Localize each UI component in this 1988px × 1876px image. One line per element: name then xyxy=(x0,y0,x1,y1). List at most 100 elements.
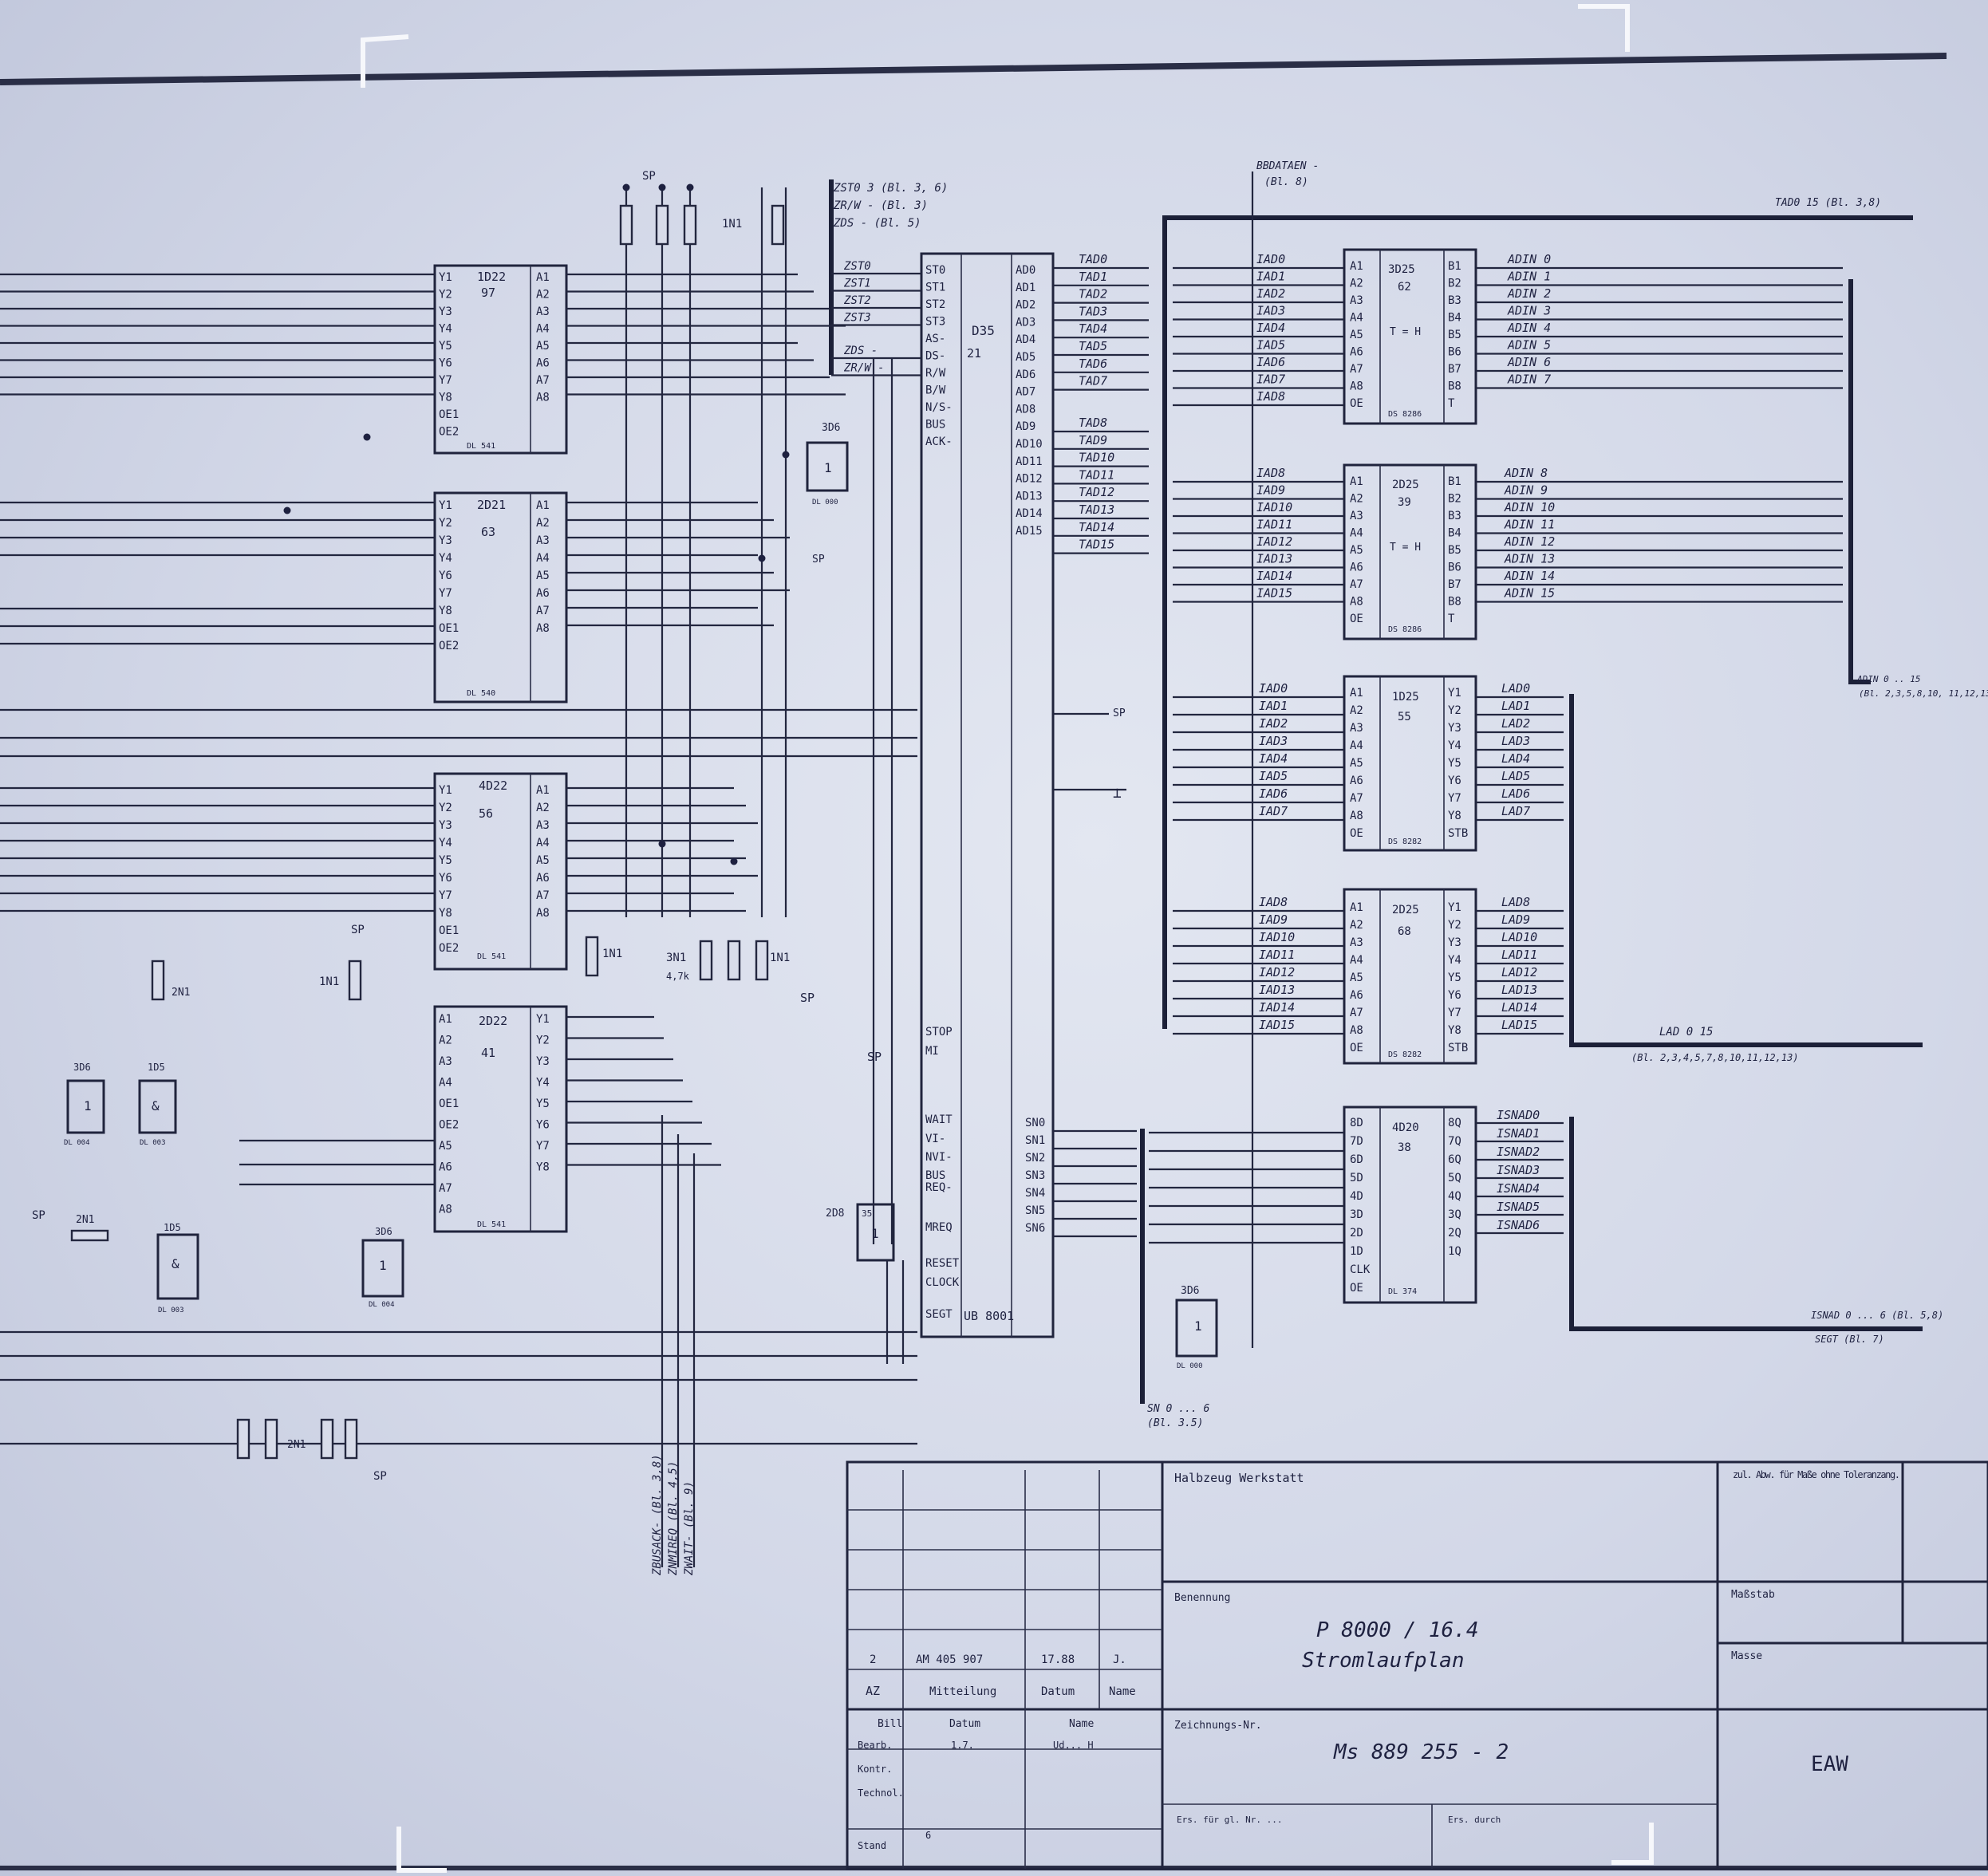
crop-mark-bottom-right xyxy=(1611,1823,1654,1865)
u97-pin-r-2: A3 xyxy=(536,305,550,318)
gate-3d6-upper: 3D6 1 DL 000 xyxy=(806,422,849,506)
appr-name: Ud... H xyxy=(1053,1740,1094,1751)
tad-b-2: TAD10 xyxy=(1079,451,1114,465)
stand-value: 6 xyxy=(925,1830,931,1841)
isnad-4: ISNAD4 xyxy=(1497,1181,1540,1196)
chip-u41-type: DL 541 xyxy=(477,1220,506,1229)
u41-pin-r-1: Y2 xyxy=(536,1035,550,1047)
interconnect-wires: TAD0TAD1TAD2TAD3TAD4TAD5TAD6TAD7TAD8TAD9… xyxy=(283,183,1843,1567)
chip-u56-id: 4D22 xyxy=(479,778,507,793)
cpu-pin-r-4: AD4 xyxy=(1016,333,1035,346)
u62-pin-l-2: A3 xyxy=(1350,294,1363,307)
u39-pin-l-8: OE xyxy=(1350,613,1363,625)
tad-a-5: TAD5 xyxy=(1079,339,1107,353)
cpu-sn-1: SN1 xyxy=(1025,1134,1045,1147)
chip-u97-id: 1D22 xyxy=(477,270,506,284)
sn-note-line1: SN 0 ... 6 xyxy=(1147,1403,1209,1415)
gate-3d6c-symbol: 1 xyxy=(84,1098,92,1113)
adin-a-3: ADIN 3 xyxy=(1507,304,1551,318)
u39-pin-r-5: B6 xyxy=(1448,562,1461,574)
gate-3d6d-label: 3D6 xyxy=(375,1226,392,1237)
cpu-pin-l2-5: BUS xyxy=(925,1169,945,1182)
u63-pin-r-2: A3 xyxy=(536,534,550,547)
r3n1-label: 3N1 xyxy=(666,952,686,964)
lad-bus xyxy=(1569,694,1923,1047)
lad-b-2: LAD10 xyxy=(1501,930,1537,944)
gate-1d5b-type: DL 003 xyxy=(158,1306,184,1314)
r-value-label: 4,7k xyxy=(666,971,690,982)
u41-pin-l-4: OE1 xyxy=(439,1098,459,1110)
u97-pin-l-3: Y4 xyxy=(439,323,452,336)
isnad-5: ISNAD5 xyxy=(1497,1200,1540,1214)
resistor-10 xyxy=(264,1418,278,1460)
chip-u68-id: 2D25 xyxy=(1392,904,1419,916)
chip-u62-mode: T = H xyxy=(1390,326,1421,338)
u55-pin-r-5: Y6 xyxy=(1448,774,1461,787)
u68-pin-r-5: Y6 xyxy=(1448,989,1461,1002)
gate-3d6d-type: DL 004 xyxy=(369,1301,395,1309)
u63-pin-r-3: A4 xyxy=(536,552,550,565)
chip-u39-mode: T = H xyxy=(1390,542,1421,554)
u39-pin-l-6: A7 xyxy=(1350,578,1363,591)
left-vertical-labels: ZBUSACK- (Bl. 3,8) ZNMIREQ (Bl. 4,5) ZWA… xyxy=(651,1454,696,1576)
bbdataen-line1: BBDATAEN - xyxy=(1256,160,1319,172)
cpu-pin-l-4: AS- xyxy=(925,333,945,345)
u97-pin-r-3: A4 xyxy=(536,323,550,336)
footer-ersatz-durch: Ers. durch xyxy=(1448,1815,1501,1825)
u68-pin-r-3: Y4 xyxy=(1448,954,1461,967)
sp-label-cpu: SP xyxy=(867,1050,882,1064)
cpu-pin-r-8: AD8 xyxy=(1016,403,1035,416)
cpu-pin-l2-8: RESET xyxy=(925,1257,960,1270)
tad-a-1: TAD1 xyxy=(1079,270,1107,284)
u56-pin-l-2: Y3 xyxy=(439,819,452,832)
appr-row-stand: Stand xyxy=(858,1840,886,1851)
u62-pin-r-6: B7 xyxy=(1448,363,1461,376)
cpu-pin-r-10: AD10 xyxy=(1016,438,1043,451)
sn-note: SN 0 ... 6 (Bl. 3.5) xyxy=(1147,1403,1216,1429)
junction-dot xyxy=(622,183,630,191)
u39-pin-r-2: B3 xyxy=(1448,510,1461,522)
crop-mark-top-left xyxy=(361,34,409,88)
u41-pin-r-5: Y6 xyxy=(536,1119,550,1132)
lad-a-3: LAD3 xyxy=(1501,734,1530,748)
r1n1-label-left: 1N1 xyxy=(319,975,339,988)
u55-pin-l-0: A1 xyxy=(1350,687,1363,700)
chip-u62-type: DS 8286 xyxy=(1388,410,1422,419)
u56-pin-r-5: A6 xyxy=(536,872,550,885)
r2n1-label-bottom: 2N1 xyxy=(76,1214,94,1226)
u55-pin-l-7: A8 xyxy=(1350,810,1363,822)
lad-a-6: LAD6 xyxy=(1501,786,1530,801)
u63-pin-r-1: A2 xyxy=(536,517,550,530)
u41-pin-l-6: A5 xyxy=(439,1140,452,1153)
tad-bus xyxy=(1162,215,1913,1029)
lad-b-3: LAD11 xyxy=(1501,948,1537,962)
cpu-sn-3: SN3 xyxy=(1025,1169,1045,1182)
u68-pin-l-2: A3 xyxy=(1350,936,1363,949)
u38-pin-r-6: 2Q xyxy=(1448,1227,1461,1240)
u62-pin-r-5: B6 xyxy=(1448,346,1461,359)
u62-pin-r-2: B3 xyxy=(1448,294,1461,307)
lad-a-1: LAD1 xyxy=(1501,699,1530,713)
adin-a-7: ADIN 7 xyxy=(1507,372,1551,387)
u63-pin-l-3: Y4 xyxy=(439,552,452,565)
u68-pin-r-8: STB xyxy=(1448,1042,1468,1054)
junction-dot xyxy=(730,857,738,865)
u63-pin-l-8: OE2 xyxy=(439,640,459,652)
gate-1d5-label: 1D5 xyxy=(148,1062,165,1073)
resistor-6 xyxy=(699,940,713,981)
u56-pin-l-0: Y1 xyxy=(439,784,452,797)
cpu-pin-l2-3: VI- xyxy=(925,1133,945,1145)
u68-pin-r-4: Y5 xyxy=(1448,972,1461,984)
bbdataen-line2: (Bl. 8) xyxy=(1264,176,1308,188)
adin-b-3: ADIN 11 xyxy=(1504,518,1555,532)
u38-pin-r-7: 1Q xyxy=(1448,1245,1461,1258)
iad-b-6: IAD14 xyxy=(1256,569,1292,583)
nmireq-label: ZNMIREQ (Bl. 4,5) xyxy=(667,1461,680,1576)
adin-a-5: ADIN 5 xyxy=(1507,338,1551,353)
